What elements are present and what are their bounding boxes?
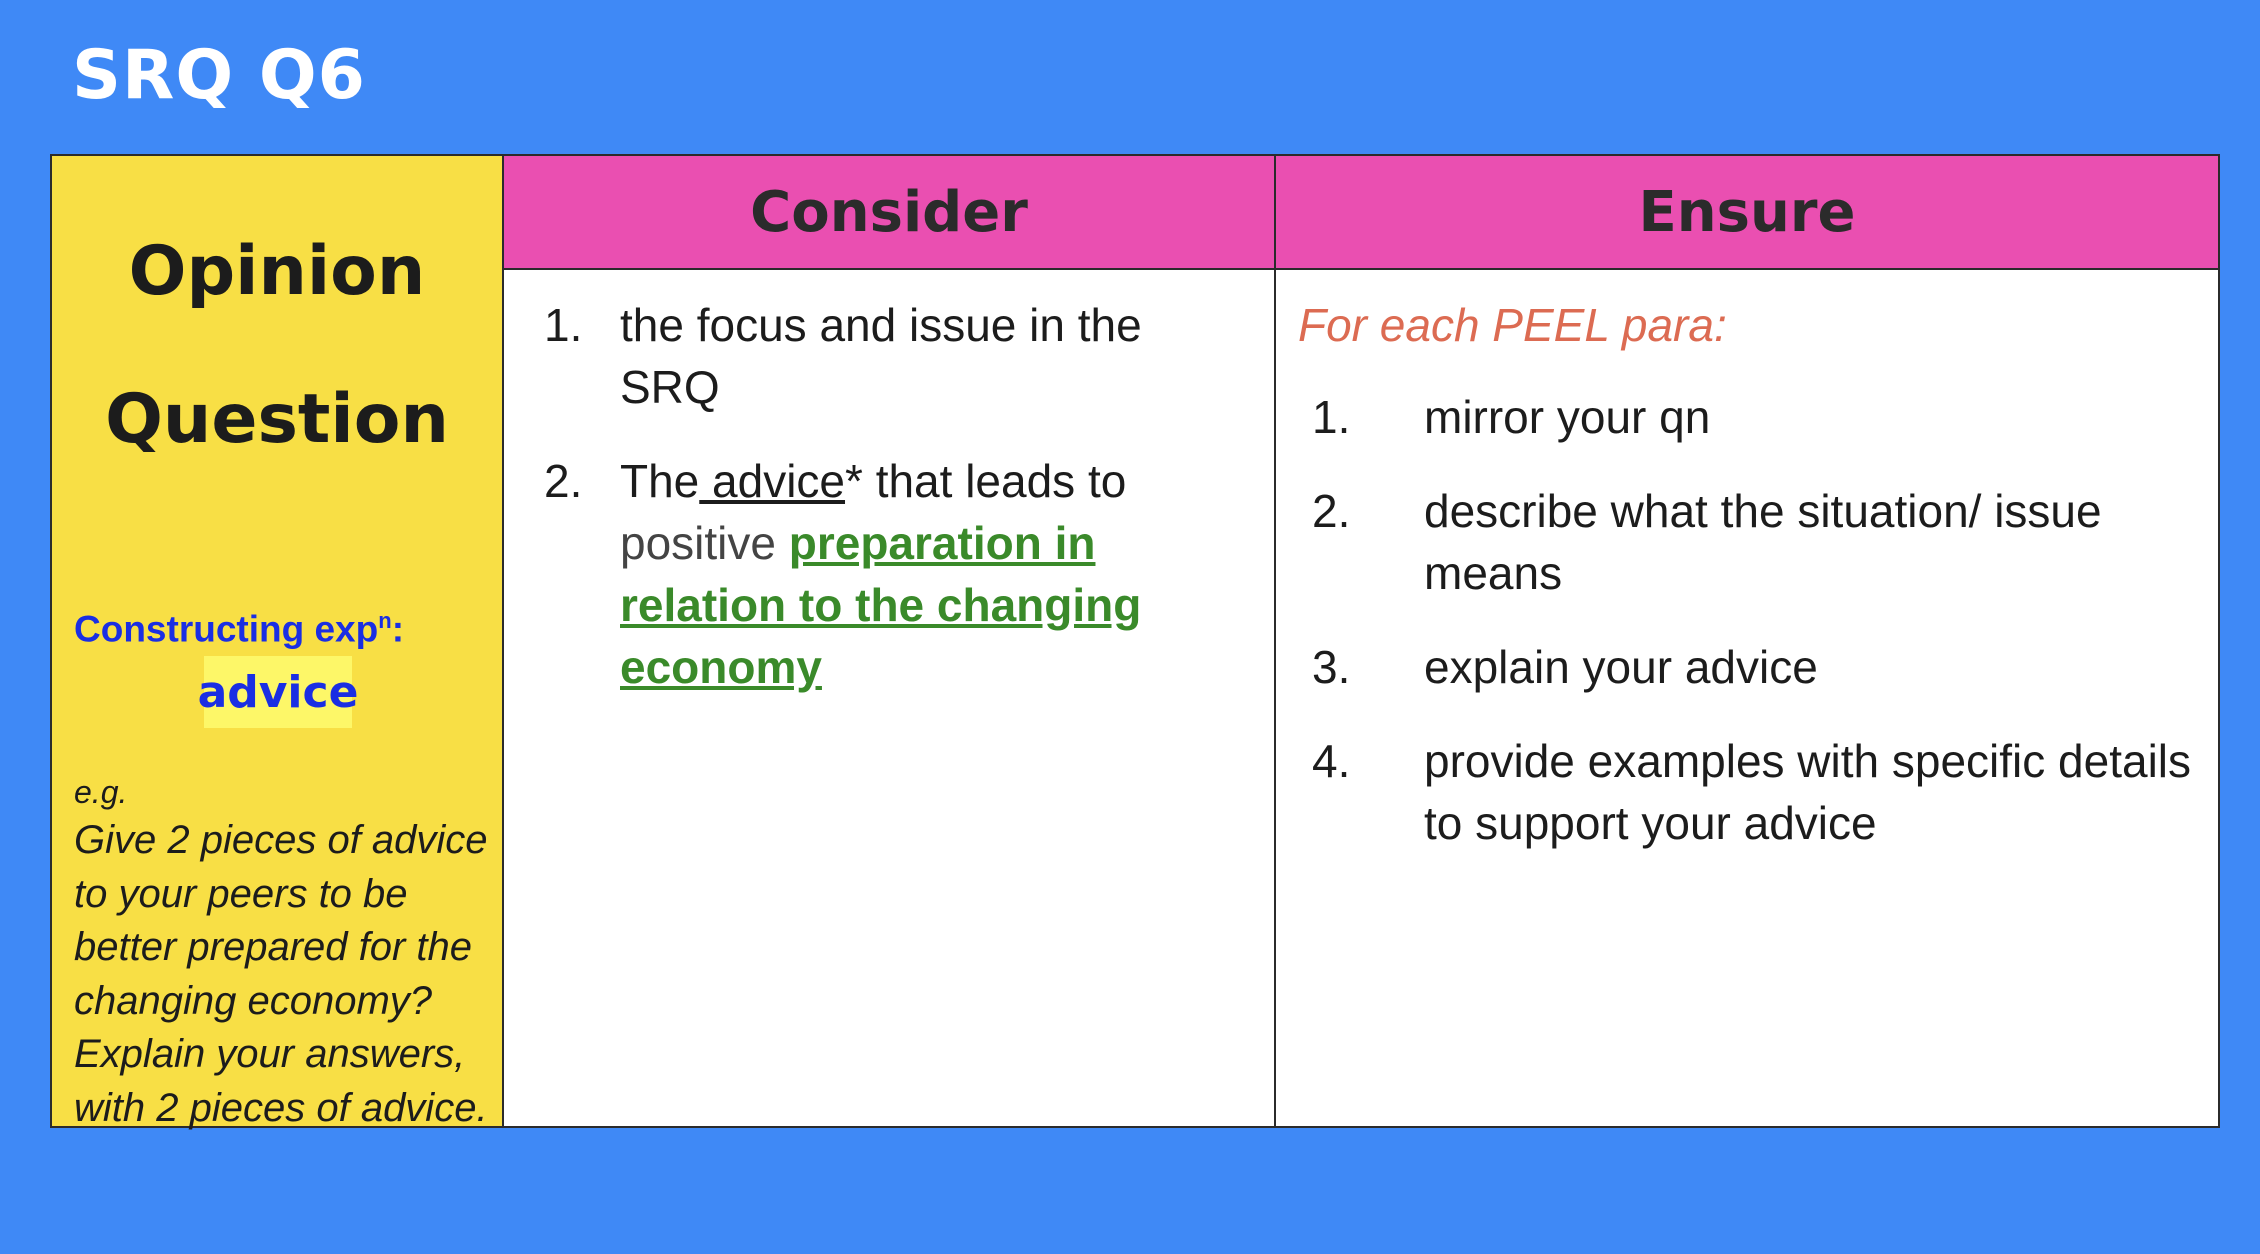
constructing-label: Constructing expn: (74, 608, 404, 650)
ensure-item-1: 1. mirror your qn (1312, 386, 2192, 448)
ensure-item-2-number: 2. (1312, 485, 1351, 537)
consider-item-2-suffix: * that leads to (845, 455, 1127, 507)
constructing-label-text: Constructing exp (74, 608, 379, 650)
consider-item-2: 2. The advice* that leads to positive pr… (544, 450, 1244, 698)
consider-item-2-link[interactable]: preparation in relation to the changing … (620, 517, 1142, 693)
ensure-item-4: 4. provide examples with specific detail… (1312, 730, 2192, 854)
ensure-item-1-number: 1. (1312, 391, 1351, 443)
consider-item-2-prefix: The (620, 455, 700, 507)
ensure-item-4-text: provide examples with specific details t… (1424, 735, 2192, 849)
consider-item-1-number: 1. (544, 299, 583, 351)
ensure-item-2-text: describe what the situation/ issue means (1424, 485, 2102, 599)
ensure-list: 1. mirror your qn 2. describe what the s… (1312, 386, 2192, 854)
ensure-column: Ensure For each PEEL para: 1. mirror you… (1276, 156, 2218, 1126)
consider-header: Consider (504, 156, 1274, 270)
ensure-header: Ensure (1276, 156, 2218, 270)
constructing-label-colon: : (391, 608, 405, 650)
consider-item-1-text: the focus and issue in the SRQ (620, 299, 1142, 413)
example-question: Give 2 pieces of advice to your peers to… (74, 818, 488, 1130)
srq-table: Opinion Question Constructing expn: advi… (50, 154, 2220, 1130)
question-type-title-line1: Opinion (128, 232, 426, 311)
peel-label: For each PEEL para: (1298, 299, 1727, 351)
question-type-panel: Opinion Question Constructing expn: advi… (52, 156, 504, 1130)
ensure-item-3-number: 3. (1312, 641, 1351, 693)
question-type-title-line2: Question (105, 380, 449, 459)
question-type-title: Opinion Question (52, 198, 502, 494)
consider-list: 1. the focus and issue in the SRQ 2. The… (544, 294, 1244, 698)
consider-item-2-number: 2. (544, 455, 583, 507)
ensure-item-4-number: 4. (1312, 735, 1351, 787)
ensure-item-3-text: explain your advice (1424, 641, 1818, 693)
consider-column: Consider 1. the focus and issue in the S… (504, 156, 1276, 1126)
consider-item-2-advice: advice (699, 455, 846, 507)
keyword-highlight: advice (198, 656, 358, 728)
constructing-label-sup: n (378, 608, 392, 633)
ensure-item-3: 3. explain your advice (1312, 636, 2192, 698)
consider-item-2-grey: positive (620, 517, 789, 569)
consider-item-1: 1. the focus and issue in the SRQ (544, 294, 1244, 418)
ensure-item-2: 2. describe what the situation/ issue me… (1312, 480, 2192, 604)
example-label: e.g. (74, 774, 128, 810)
ensure-item-1-text: mirror your qn (1424, 391, 1711, 443)
slide-title: SRQ Q6 (72, 36, 366, 115)
